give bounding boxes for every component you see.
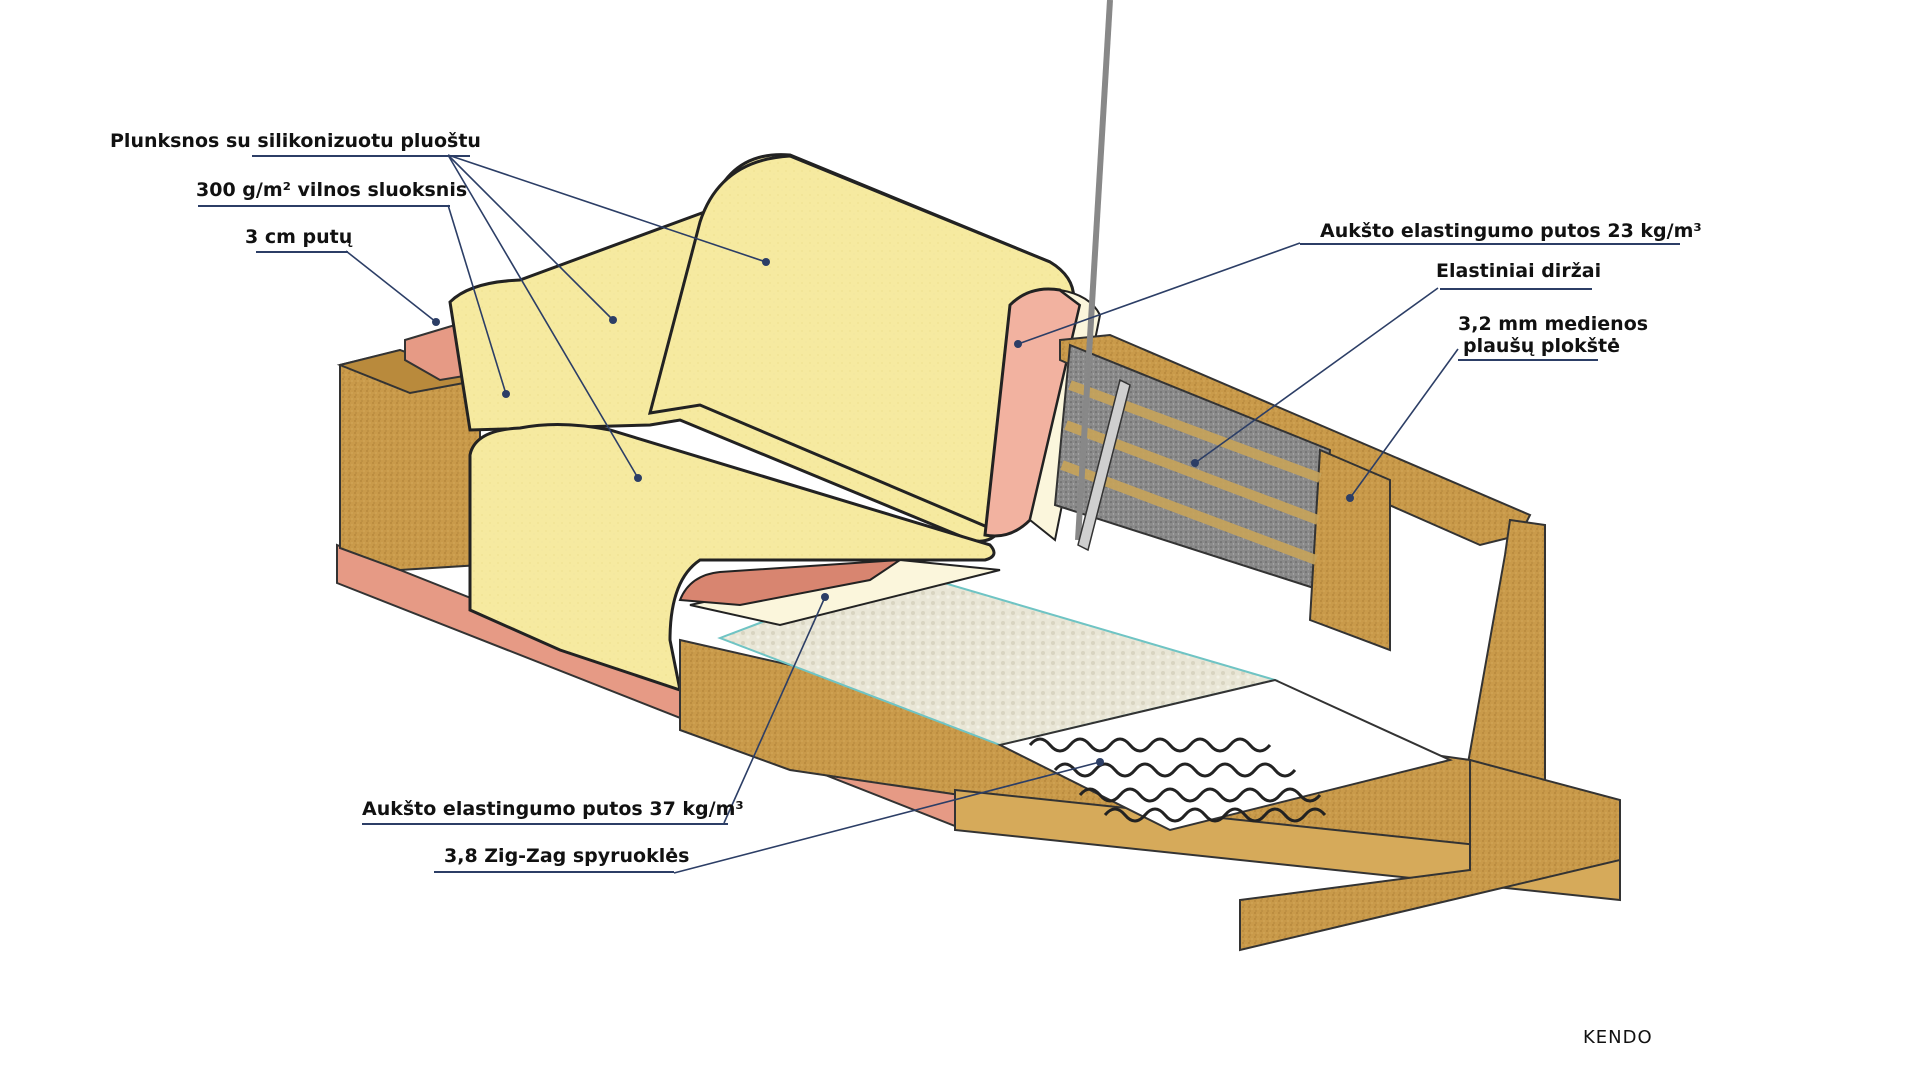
label-fiberboard-line2: plaušų plokštė	[1463, 335, 1620, 357]
label-foam-37: Aukšto elastingumo putos 37 kg/m³	[362, 798, 744, 820]
label-foam-37-underline	[362, 823, 728, 825]
label-feathers: Plunksnos su silikonizuotu pluoštu	[110, 130, 481, 152]
label-feathers-underline	[252, 155, 470, 157]
label-fiberboard-line1: 3,2 mm medienos	[1458, 313, 1649, 335]
fiberboard-panel	[1308, 448, 1391, 652]
right-side-panel	[1463, 518, 1546, 802]
label-fiberboard-underline	[1458, 359, 1598, 361]
label-foam-3cm-underline	[256, 251, 348, 253]
label-foam-3cm: 3 cm putų	[245, 226, 353, 248]
label-wool: 300 g/m² vilnos sluoksnis	[196, 179, 468, 201]
label-springs-underline	[434, 871, 674, 873]
brand-logo: KENDO	[1583, 1027, 1653, 1048]
label-springs: 3,8 Zig-Zag spyruoklės	[444, 845, 690, 867]
label-belts: Elastiniai diržai	[1436, 260, 1602, 282]
label-foam-23-underline	[1300, 243, 1680, 245]
base-frame	[1239, 758, 1621, 952]
zig-zag-springs	[1028, 737, 1327, 823]
label-foam-23: Aukšto elastingumo putos 23 kg/m³	[1320, 220, 1702, 242]
label-belts-underline	[1440, 288, 1592, 290]
seat-cushion	[468, 422, 996, 693]
label-wool-underline	[198, 205, 450, 207]
